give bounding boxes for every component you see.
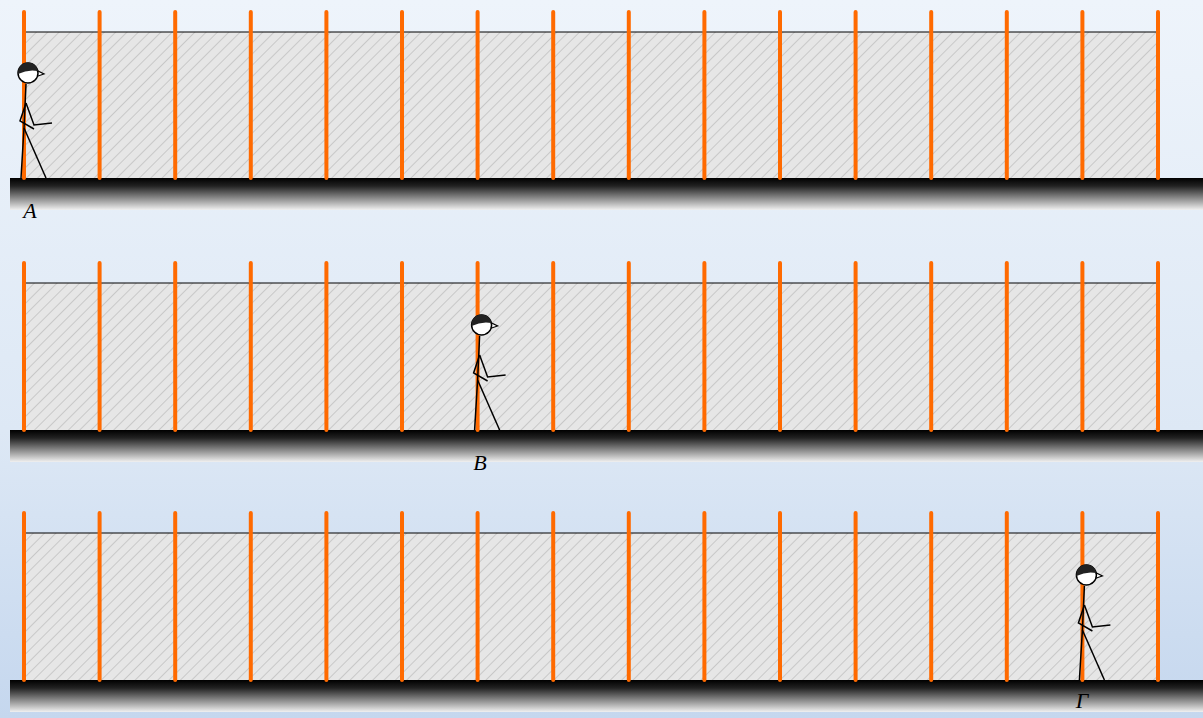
fence-post bbox=[400, 12, 404, 178]
fence-post bbox=[702, 513, 706, 680]
fence-post bbox=[22, 263, 26, 430]
fence-post bbox=[1156, 513, 1160, 680]
fence-post bbox=[702, 263, 706, 430]
stick-limb bbox=[478, 380, 500, 430]
fence-post bbox=[702, 12, 706, 178]
stick-limb bbox=[26, 103, 52, 125]
fence-post bbox=[854, 12, 858, 178]
fence-mesh bbox=[24, 32, 1158, 178]
fence-post bbox=[173, 513, 177, 680]
fence-post bbox=[173, 263, 177, 430]
stick-limb bbox=[1084, 605, 1110, 627]
fence-post bbox=[1156, 12, 1160, 178]
fence-post bbox=[778, 263, 782, 430]
fence-post bbox=[929, 513, 933, 680]
fence-post bbox=[1005, 513, 1009, 680]
fence-post bbox=[929, 12, 933, 178]
fence-post bbox=[324, 513, 328, 680]
stick-limb bbox=[1082, 630, 1104, 680]
fence-mesh bbox=[24, 283, 1158, 430]
fence-wire bbox=[24, 533, 1158, 534]
position-letter: Β bbox=[473, 452, 486, 474]
fence-post bbox=[1005, 12, 1009, 178]
fence-post bbox=[173, 12, 177, 178]
walking-person bbox=[18, 62, 52, 178]
fence-post bbox=[1005, 263, 1009, 430]
ground bbox=[10, 430, 1203, 462]
ground bbox=[10, 680, 1203, 712]
fence-post bbox=[551, 12, 555, 178]
fence-post bbox=[929, 263, 933, 430]
fence-mesh bbox=[24, 533, 1158, 680]
walking-person bbox=[471, 314, 505, 430]
fence-wire bbox=[24, 32, 1158, 33]
fence-post bbox=[1080, 263, 1084, 430]
position-letter: Γ bbox=[1076, 690, 1089, 712]
fence-panel bbox=[10, 12, 1203, 210]
fence-post bbox=[324, 12, 328, 178]
stick-limb bbox=[24, 128, 46, 178]
fence-post bbox=[476, 12, 480, 178]
fence-panel bbox=[10, 263, 1203, 462]
fence-post bbox=[400, 263, 404, 430]
fence-post bbox=[98, 12, 102, 178]
hair bbox=[471, 314, 491, 326]
fence-post bbox=[22, 513, 26, 680]
position-letter: Α bbox=[23, 200, 36, 222]
fence-post bbox=[627, 263, 631, 430]
head bbox=[18, 63, 38, 83]
head bbox=[472, 315, 492, 335]
fence-post bbox=[22, 12, 26, 178]
fence-post bbox=[627, 12, 631, 178]
fence-post bbox=[854, 263, 858, 430]
fence-post bbox=[551, 513, 555, 680]
fence-post bbox=[1080, 513, 1084, 680]
fence-post bbox=[324, 263, 328, 430]
stick-limb bbox=[480, 355, 506, 377]
fence-post bbox=[1080, 12, 1084, 178]
head bbox=[1076, 565, 1096, 585]
fence-post bbox=[249, 513, 253, 680]
fence-post bbox=[627, 513, 631, 680]
fence-post bbox=[400, 513, 404, 680]
fence-post bbox=[854, 513, 858, 680]
hair bbox=[18, 62, 38, 74]
fence-post bbox=[249, 263, 253, 430]
fence-post bbox=[476, 263, 480, 430]
walking-person bbox=[1076, 564, 1110, 680]
fence-post bbox=[778, 513, 782, 680]
fence-post bbox=[249, 12, 253, 178]
fence-panel bbox=[10, 513, 1203, 712]
fence-post bbox=[98, 263, 102, 430]
fence-post bbox=[98, 513, 102, 680]
ground bbox=[10, 178, 1203, 210]
hair bbox=[1076, 564, 1096, 576]
fence-post bbox=[551, 263, 555, 430]
fence-post bbox=[1156, 263, 1160, 430]
fence-post bbox=[476, 513, 480, 680]
fence-post bbox=[778, 12, 782, 178]
fence-wire bbox=[24, 283, 1158, 284]
